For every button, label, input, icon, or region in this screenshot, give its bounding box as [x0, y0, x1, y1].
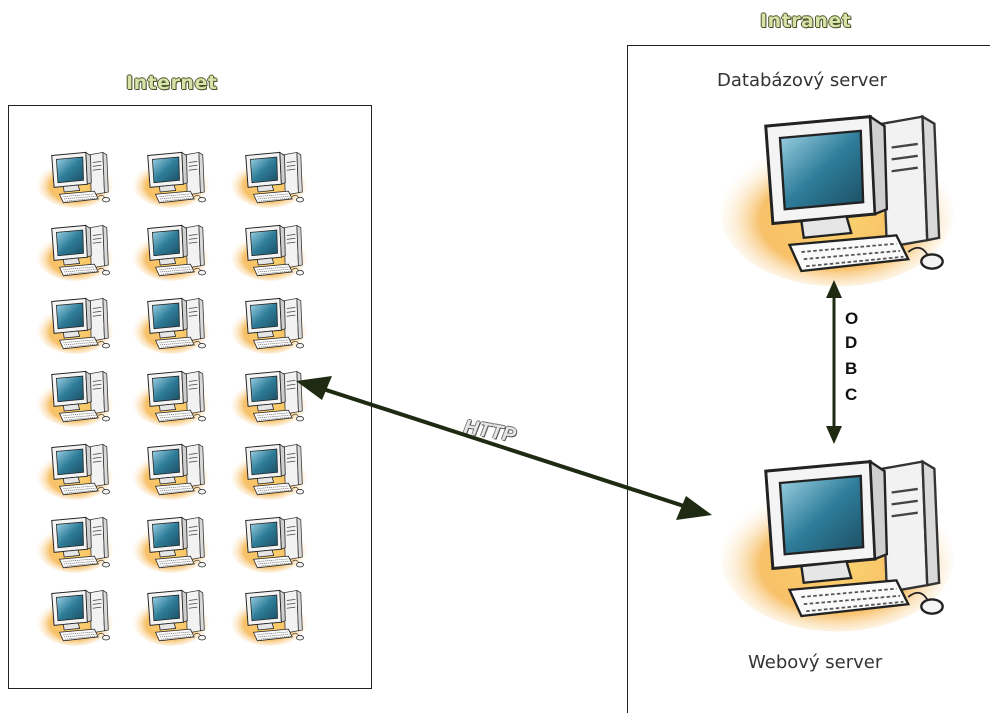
web-server-label: Webový server	[748, 652, 883, 673]
internet-computer	[230, 443, 308, 501]
internet-computer	[36, 297, 114, 355]
database-server-label: Databázový server	[717, 70, 887, 91]
odbc-letter-b: B	[845, 359, 858, 378]
internet-computer	[132, 516, 210, 574]
http-arrowhead-right	[676, 496, 712, 520]
odbc-arrowhead-bottom	[826, 426, 842, 444]
database-server-computer	[719, 115, 955, 288]
internet-title: Internet	[126, 72, 218, 94]
web-server-computer	[719, 460, 955, 633]
internet-computer	[132, 443, 210, 501]
internet-computer	[132, 370, 210, 428]
internet-computer	[230, 370, 308, 428]
internet-computer	[132, 589, 210, 647]
internet-computer	[132, 224, 210, 282]
internet-computer	[36, 370, 114, 428]
intranet-border-left	[627, 45, 628, 713]
internet-computer	[230, 297, 308, 355]
internet-computer	[230, 589, 308, 647]
odbc-arrowhead-top	[826, 280, 842, 298]
intranet-title: Intranet	[760, 10, 852, 32]
internet-computer	[230, 151, 308, 209]
internet-computer	[36, 224, 114, 282]
internet-computer	[132, 297, 210, 355]
internet-computer	[36, 589, 114, 647]
odbc-letter-o: O	[845, 309, 859, 328]
odbc-letter-c: C	[845, 385, 858, 404]
internet-zone	[8, 105, 372, 689]
internet-computer	[36, 151, 114, 209]
internet-computer	[36, 516, 114, 574]
odbc-letter-d: D	[845, 333, 858, 352]
http-arrowhead-left	[296, 376, 332, 400]
internet-computer	[230, 224, 308, 282]
internet-computers	[36, 151, 308, 647]
internet-computer	[36, 443, 114, 501]
intranet-border-top	[627, 45, 990, 46]
http-arrow	[296, 376, 712, 520]
odbc-arrow	[826, 280, 842, 444]
internet-computer	[132, 151, 210, 209]
internet-computer	[230, 516, 308, 574]
